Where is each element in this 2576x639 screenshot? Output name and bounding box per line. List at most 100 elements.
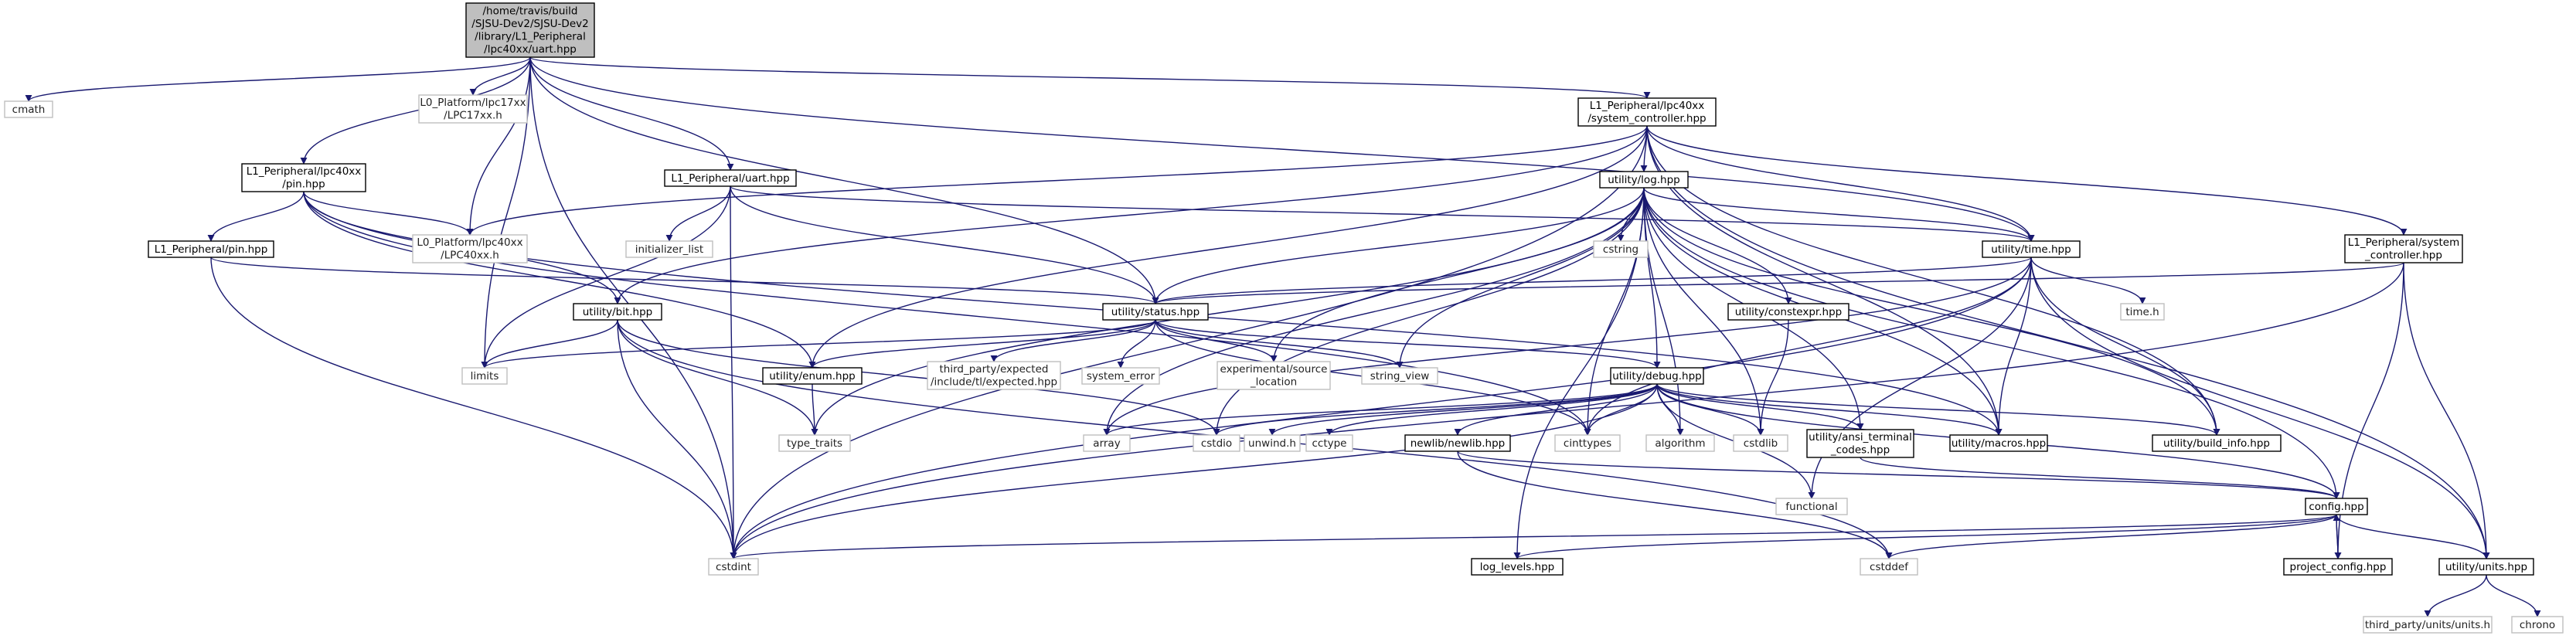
node-label: /LPC17xx.h — [444, 110, 502, 122]
node-syscon[interactable]: L1_Peripheral/system_controller.hpp — [2344, 234, 2463, 263]
node-macros[interactable]: utility/macros.hpp — [1949, 434, 2048, 452]
node-newlib[interactable]: newlib/newlib.hpp — [1404, 434, 1511, 452]
edge-newlib-to-config — [1457, 450, 2340, 499]
node-syscon40[interactable]: L1_Peripheral/lpc40xx/system_controller.… — [1577, 97, 1717, 127]
node-config[interactable]: config.hpp — [2305, 498, 2368, 515]
edge-syscon40-to-enum — [808, 125, 1648, 369]
edge-debug-to-cstdio — [1213, 383, 1658, 436]
node-constexpr[interactable]: utility/constexpr.hpp — [1727, 303, 1849, 321]
node-buildinfo[interactable]: utility/build_info.hpp — [2152, 434, 2282, 452]
node-projconfig[interactable]: project_config.hpp — [2283, 558, 2393, 576]
node-loglevels[interactable]: log_levels.hpp — [1471, 558, 1564, 576]
edge-log-to-array — [1103, 187, 1645, 436]
edge-log-to-status — [1152, 187, 1645, 304]
edge-debug-to-ansi — [1656, 383, 1864, 430]
node-label: array — [1093, 437, 1120, 450]
node-root[interactable]: /home/travis/build/SJSU-Dev2/SJSU-Dev2/l… — [465, 2, 595, 58]
node-box — [461, 367, 508, 385]
node-enum[interactable]: utility/enum.hpp — [762, 367, 863, 385]
edge-status-to-syserr — [1117, 319, 1156, 369]
node-timeh: time.h — [2120, 303, 2165, 321]
node-box — [1727, 303, 1849, 321]
node-box — [148, 240, 274, 258]
node-pin40[interactable]: L1_Peripheral/lpc40xx/pin.hpp — [241, 163, 366, 192]
node-pin[interactable]: L1_Peripheral/pin.hpp — [148, 240, 274, 258]
node-box — [1217, 361, 1331, 390]
node-label: string_view — [1370, 370, 1430, 382]
node-unitsh: third_party/units/units.h — [2363, 616, 2493, 634]
node-box — [2511, 616, 2564, 634]
edge-status-to-strview — [1155, 319, 1404, 369]
node-bit[interactable]: utility/bit.hpp — [573, 303, 662, 321]
node-label: cctype — [1312, 437, 1346, 450]
node-label: time.h — [2125, 306, 2159, 318]
edge-status-to-srcloc — [1155, 319, 1278, 362]
node-cstdlib: cstdlib — [1733, 434, 1788, 452]
node-box — [1806, 429, 1914, 458]
node-time[interactable]: utility/time.hpp — [1982, 240, 2081, 258]
node-box — [1775, 498, 1848, 515]
node-box — [1733, 434, 1788, 452]
node-cstring: cstring — [1593, 240, 1649, 258]
edge-debug-to-buildinfo — [1656, 383, 2220, 436]
node-log[interactable]: utility/log.hpp — [1599, 171, 1689, 189]
node-cinttypes: cinttypes — [1554, 434, 1621, 452]
node-l0_lpc40: L0_Platform/lpc40xx/LPC40xx.h — [412, 234, 528, 263]
node-ansi[interactable]: utility/ansi_terminal_codes.hpp — [1806, 429, 1914, 458]
edge-pin-to-cstdint — [210, 257, 737, 559]
node-box — [1982, 240, 2081, 258]
node-label: chrono — [2520, 619, 2555, 631]
node-label: L1_Peripheral/uart.hpp — [671, 172, 789, 185]
node-label: /lpc40xx/uart.hpp — [484, 43, 577, 56]
node-status[interactable]: utility/status.hpp — [1102, 303, 1209, 321]
edge-pin-to-status — [210, 257, 1159, 304]
node-label: L0_Platform/lpc17xx — [420, 97, 526, 109]
edge-syscon40-to-l0_lpc40 — [466, 125, 1648, 236]
edge-uart-to-status — [730, 185, 1159, 304]
node-label: /system_controller.hpp — [1587, 113, 1706, 125]
node-box — [1083, 434, 1131, 452]
edge-units-to-chrono — [2486, 574, 2541, 617]
node-box — [762, 367, 863, 385]
node-unwind: unwind.h — [1244, 434, 1301, 452]
node-box — [1599, 171, 1689, 189]
node-algorithm: algorithm — [1645, 434, 1715, 452]
node-box — [1193, 434, 1240, 452]
edge-uart-to-time — [730, 185, 2035, 242]
node-box — [2363, 616, 2493, 634]
edge-log-to-typetraits — [811, 187, 1645, 436]
edge-log-to-cstdlib — [1643, 187, 1764, 436]
edge-root-to-pin40 — [300, 56, 531, 165]
node-label: /home/travis/build — [482, 5, 577, 18]
node-label: utility/status.hpp — [1111, 306, 1200, 318]
node-box — [573, 303, 662, 321]
node-label: cstdlib — [1744, 437, 1778, 450]
node-label: L0_Platform/lpc40xx — [417, 236, 522, 249]
node-box — [2344, 234, 2463, 263]
edge-root-to-uart — [529, 56, 734, 171]
edge-root-to-l0_lpc40 — [466, 56, 531, 236]
node-label: initializer_list — [635, 243, 703, 256]
node-box — [927, 361, 1061, 390]
edge-debug-to-cstdlib — [1656, 383, 1764, 436]
edge-bit-to-cstdio — [617, 319, 1220, 436]
edge-syscon-to-status — [1152, 262, 2404, 304]
node-uart[interactable]: L1_Peripheral/uart.hpp — [664, 169, 797, 187]
node-debug[interactable]: utility/debug.hpp — [1610, 367, 1704, 385]
node-label: limits — [471, 370, 499, 382]
node-units[interactable]: utility/units.hpp — [2438, 558, 2534, 576]
edge-pin40-to-enum — [303, 191, 816, 369]
node-cstddef: cstddef — [1860, 558, 1918, 576]
node-box — [1244, 434, 1301, 452]
edge-syscon40-to-cstdint — [730, 125, 1648, 559]
node-box — [625, 240, 713, 258]
node-label: utility/bit.hpp — [583, 306, 653, 318]
edge-syscon-to-units — [2403, 262, 2490, 559]
node-label: utility/log.hpp — [1608, 174, 1680, 186]
node-label: cstddef — [1870, 561, 1909, 573]
edge-root-to-status — [529, 56, 1159, 304]
node-box — [1471, 558, 1564, 576]
edge-units-to-unitsh — [2424, 574, 2487, 617]
node-label: cstring — [1603, 243, 1638, 256]
edge-root-to-cmath — [25, 56, 531, 102]
